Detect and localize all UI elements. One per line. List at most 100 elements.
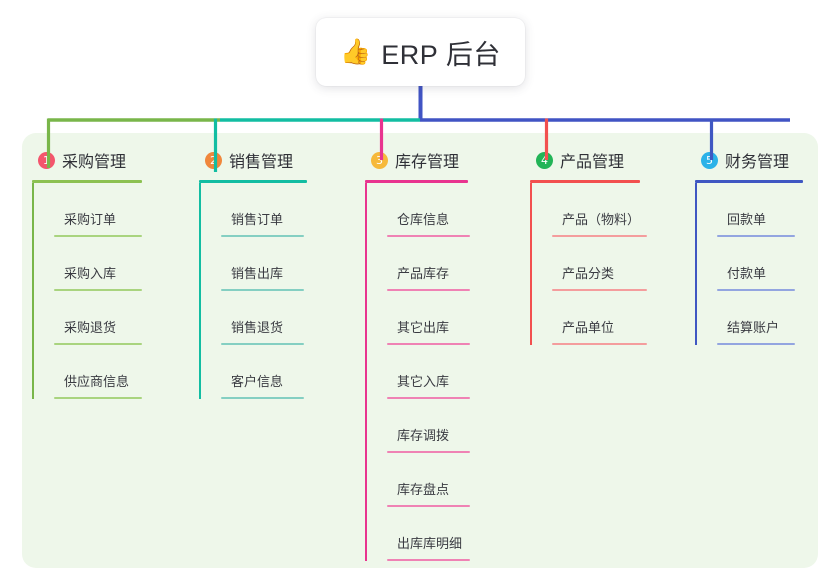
branch-header-1[interactable]: 1 采购管理 [22, 146, 189, 174]
branch-badge-1: 1 [38, 151, 55, 169]
branch-item-rule [552, 343, 647, 345]
branch-item-rule [717, 235, 795, 237]
branch-item-rule [552, 235, 647, 237]
branch-item-rule [717, 343, 795, 345]
branch-header-3[interactable]: 3 库存管理 [355, 146, 520, 174]
branch-column-4: 4 产品管理产品（物料） 产品分类产品单位 [520, 133, 685, 345]
branch-item-rule [54, 343, 142, 345]
branch-header-5[interactable]: 5 财务管理 [685, 146, 795, 174]
branch-item[interactable]: 产品（物料） [552, 183, 685, 237]
branch-item-label: 销售出库 [231, 266, 284, 281]
branch-item-rule [717, 289, 795, 291]
branch-spine-2 [199, 183, 201, 399]
branch-item[interactable]: 其它入库 [387, 345, 520, 399]
branch-item-label: 采购退货 [64, 320, 117, 335]
branch-item-label: 产品（物料） [562, 212, 641, 227]
branch-item[interactable]: 销售出库 [221, 237, 355, 291]
branch-item-rule [54, 289, 142, 291]
branch-item-label: 产品单位 [562, 320, 615, 335]
branch-item-label: 销售订单 [231, 212, 284, 227]
branch-column-2: 2 销售管理销售订单销售出库销售退货客户信息 [189, 133, 355, 399]
branch-item-rule [387, 559, 470, 561]
branch-item[interactable]: 采购入库 [54, 237, 189, 291]
branch-item-label: 回款单 [727, 212, 767, 227]
branch-item-rule [221, 343, 304, 345]
branch-items-3: 仓库信息产品库存其它出库其它入库库存调拨库存盘点出库库明细 [365, 183, 520, 561]
branch-item[interactable]: 仓库信息 [387, 183, 520, 237]
branch-item-label: 采购订单 [64, 212, 117, 227]
branch-item-rule [221, 235, 304, 237]
branch-items-1: 采购订单采购入库采购退货供应商信息 [32, 183, 189, 399]
branch-badge-3: 3 [371, 151, 388, 169]
branch-header-4[interactable]: 4 产品管理 [520, 146, 685, 174]
branch-item[interactable]: 库存盘点 [387, 453, 520, 507]
branch-item[interactable]: 供应商信息 [54, 345, 189, 399]
branch-item-rule [387, 451, 470, 453]
branch-item-label: 仓库信息 [397, 212, 450, 227]
branch-item-rule [387, 505, 470, 507]
branch-title-5: 财务管理 [725, 154, 790, 171]
root-node-card[interactable]: 👍 ERP 后台 [316, 18, 525, 86]
branch-item-label: 库存调拨 [397, 428, 450, 443]
branch-item[interactable]: 库存调拨 [387, 399, 520, 453]
branch-items-2: 销售订单销售出库销售退货客户信息 [199, 183, 355, 399]
branch-header-2[interactable]: 2 销售管理 [189, 146, 355, 174]
branch-item-label: 客户信息 [231, 374, 284, 389]
branch-item-label: 采购入库 [64, 266, 117, 281]
branch-item[interactable]: 其它出库 [387, 291, 520, 345]
branch-spine-3 [365, 183, 367, 561]
branch-item-rule [387, 343, 470, 345]
branch-item[interactable]: 销售退货 [221, 291, 355, 345]
branch-item-label: 产品分类 [562, 266, 615, 281]
branch-item-rule [54, 235, 142, 237]
branch-columns: 1 采购管理采购订单采购入库采购退货供应商信息 2 销售管理销售订单销售出库销售退货客… [22, 133, 818, 568]
branch-item-rule [221, 397, 304, 399]
branch-item-label: 结算账户 [727, 320, 780, 335]
branch-item-label: 供应商信息 [64, 374, 130, 389]
branch-item[interactable]: 结算账户 [717, 291, 795, 345]
branch-item-rule [54, 397, 142, 399]
branch-item-rule [552, 289, 647, 291]
branch-spine-5 [695, 183, 697, 345]
branch-badge-2: 2 [205, 151, 222, 169]
branch-items-5: 回款单付款单结算账户 [695, 183, 795, 345]
branch-rule-2 [199, 180, 307, 183]
branch-rule-5 [695, 180, 803, 183]
branch-item[interactable]: 产品库存 [387, 237, 520, 291]
branch-badge-4: 4 [536, 151, 553, 169]
branch-title-3: 库存管理 [395, 154, 460, 171]
branch-item[interactable]: 采购退货 [54, 291, 189, 345]
branch-item-rule [221, 289, 304, 291]
branch-column-3: 3 库存管理仓库信息产品库存其它出库其它入库库存调拨库存盘点出库库明细 [355, 133, 520, 561]
root-node-title: ERP 后台 [381, 39, 501, 70]
branch-item[interactable]: 销售订单 [221, 183, 355, 237]
thumbs-up-icon: 👍 [340, 37, 372, 66]
branch-item[interactable]: 产品分类 [552, 237, 685, 291]
branch-item[interactable]: 产品单位 [552, 291, 685, 345]
branch-spine-4 [530, 183, 532, 345]
branch-title-4: 产品管理 [560, 154, 625, 171]
branch-item[interactable]: 出库库明细 [387, 507, 520, 561]
branch-items-4: 产品（物料） 产品分类产品单位 [530, 183, 685, 345]
branch-item-label: 出库库明细 [397, 536, 463, 551]
branch-column-5: 5 财务管理回款单付款单结算账户 [685, 133, 803, 345]
branch-item[interactable]: 回款单 [717, 183, 795, 237]
branch-title-1: 采购管理 [62, 154, 127, 171]
branch-item[interactable]: 付款单 [717, 237, 795, 291]
branch-rule-1 [32, 180, 142, 183]
branch-item-rule [387, 397, 470, 399]
branch-rule-4 [530, 180, 640, 183]
branch-item[interactable]: 客户信息 [221, 345, 355, 399]
branches-panel [22, 133, 818, 568]
branch-rule-3 [365, 180, 468, 183]
branch-item-label: 库存盘点 [397, 482, 450, 497]
branch-item-label: 其它入库 [397, 374, 450, 389]
branch-item[interactable]: 采购订单 [54, 183, 189, 237]
branch-badge-5: 5 [701, 151, 718, 169]
branch-item-rule [387, 235, 470, 237]
branch-item-label: 产品库存 [397, 266, 450, 281]
branch-title-2: 销售管理 [229, 154, 294, 171]
branch-item-rule [387, 289, 470, 291]
branch-item-label: 销售退货 [231, 320, 284, 335]
